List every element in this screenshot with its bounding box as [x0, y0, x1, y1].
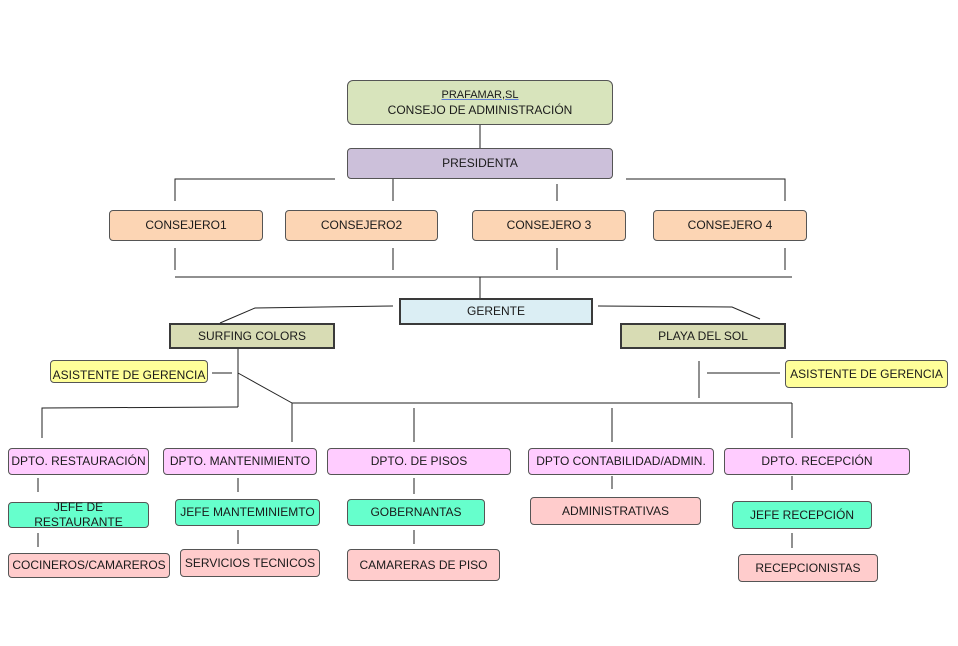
connector [597, 305, 761, 320]
dept-restauracion-box: DPTO. RESTAURACIÓN [8, 448, 149, 475]
councilor-1-box: CONSEJERO1 [109, 210, 263, 241]
dept-mantenimiento-box: DPTO. MANTENIMIENTO [163, 448, 317, 475]
councilor-2-box: CONSEJERO2 [285, 210, 438, 241]
dept-recepcion-box: DPTO. RECEPCIÓN [724, 448, 910, 475]
board-box: PRAFAMAR,SL CONSEJO DE ADMINISTRACIÓN [347, 80, 613, 125]
chief-restaurante-box: JEFE DE RESTAURANTE [8, 500, 149, 529]
board-label: CONSEJO DE ADMINISTRACIÓN [387, 102, 573, 117]
connector [174, 178, 335, 201]
president-box: PRESIDENTA [347, 148, 613, 179]
company-name: PRAFAMAR,SL [441, 88, 519, 101]
councilor-3-box: CONSEJERO 3 [472, 210, 626, 241]
staff-recepcion-box: RECEPCIONISTAS [738, 554, 878, 582]
branch-surfing-colors: SURFING COLORS [169, 323, 335, 349]
assistant-left-box: ASISTENTE DE GERENCIA [50, 360, 208, 383]
connector [219, 305, 394, 324]
connector [237, 372, 293, 442]
chief-pisos-box: GOBERNANTAS [347, 499, 485, 526]
chief-mantenimiento-box: JEFE MANTEMINIEMTO [175, 499, 320, 526]
staff-restauracion-box: COCINEROS/CAMAREROS [8, 553, 170, 578]
dept-pisos-box: DPTO. DE PISOS [327, 448, 511, 475]
assistant-right-box: ASISTENTE DE GERENCIA [785, 360, 948, 388]
connector [41, 406, 239, 438]
councilor-4-box: CONSEJERO 4 [653, 210, 807, 241]
staff-pisos-box: CAMARERAS DE PISO [347, 549, 500, 581]
staff-mantenimiento-box: SERVICIOS TECNICOS [180, 549, 320, 577]
manager-box: GERENTE [399, 298, 593, 325]
staff-contabilidad-box: ADMINISTRATIVAS [530, 497, 701, 525]
branch-playa-del-sol: PLAYA DEL SOL [620, 323, 786, 349]
connector [626, 178, 786, 201]
dept-contabilidad-box: DPTO CONTABILIDAD/ADMIN. [528, 448, 714, 475]
chief-recepcion-box: JEFE RECEPCIÓN [732, 501, 872, 529]
